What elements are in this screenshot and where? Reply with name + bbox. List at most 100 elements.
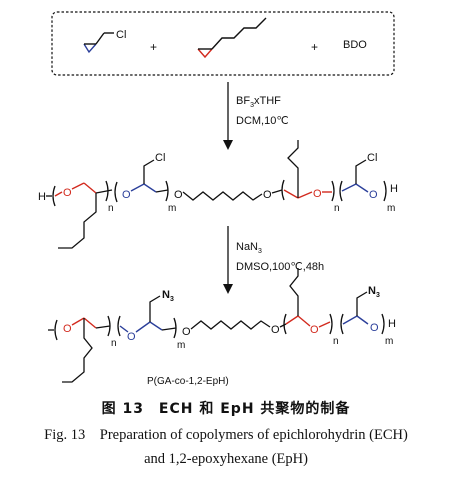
polymer2-ech2-bond-b	[356, 315, 369, 325]
polymer1-eph2-bond-b	[297, 191, 313, 199]
bdo-label: BDO	[343, 39, 367, 51]
polymer1-bracket-3-left	[281, 179, 285, 201]
polymer1-bdo-chain	[182, 191, 263, 201]
polymer1-subscript-n-2: n	[334, 203, 340, 214]
polymer1-eph-bond-b	[71, 182, 85, 190]
polymer2-eph-bond-b	[83, 317, 97, 329]
polymer1-ech2-bond-b	[355, 183, 369, 193]
polymer2-bracket-2-right	[173, 317, 177, 339]
polymer1-bracket-2-left	[114, 181, 118, 203]
plus-sign-1: +	[150, 40, 157, 54]
caption-english-line-2: and 1,2-epoxyhexane (EpH)	[144, 451, 308, 467]
polymer1-ech2-bond-a	[341, 183, 357, 192]
polymer2-bracket-2-left	[117, 315, 121, 337]
polymer2-ech-bond-a	[119, 325, 129, 333]
polymer2-link-4	[318, 321, 331, 328]
polymer1-bdo-oxygen-left: O	[174, 189, 183, 201]
polymer1-ech-bond-a	[130, 183, 145, 192]
ech-structure: Cl	[83, 29, 126, 54]
polymer2-eph2-bond-a	[285, 315, 299, 325]
caption-chinese: 图 13 ECH 和 EpH 共聚物的制备	[101, 401, 351, 417]
polymer1-ech2-chlorine: Cl	[367, 152, 377, 164]
polymer2-eph-bond-a	[71, 317, 85, 326]
polymer1-bdo-oxygen-right: O	[263, 189, 272, 201]
polymer1-eph2-oxygen: O	[313, 188, 322, 200]
polymer1-ech2-oxygen: O	[369, 189, 378, 201]
ech-epoxide-ring	[83, 43, 97, 54]
polymer1-bracket-1-right	[105, 180, 109, 202]
plus-sign-2: +	[311, 40, 318, 54]
polymer1-bracket-2-right	[165, 180, 169, 202]
step1-reagent: BF3xTHF	[236, 95, 281, 109]
polymer2-ech2-oxygen: O	[370, 322, 379, 334]
polymer1-bracket-4-left	[339, 180, 343, 202]
polymer2-subscript-n-2: n	[333, 336, 339, 347]
polymer2-bracket-3-right	[329, 313, 333, 335]
polymer1-subscript-n-1: n	[108, 203, 114, 214]
polymer2-eph-butyl	[62, 318, 93, 383]
polymer2-ech-oxygen: O	[127, 331, 136, 343]
polymer1-ech-chlorine: Cl	[155, 152, 165, 164]
step1-conditions: DCM,10℃	[236, 115, 289, 127]
polymer2-ech-bond-c	[149, 321, 163, 331]
polymer2-bdo-oxygen-right: O	[271, 324, 280, 336]
polymer2-bracket-4-left	[340, 313, 344, 335]
polymer2-eph-oxygen: O	[63, 323, 72, 335]
eph-butyl-chain	[211, 17, 267, 50]
step2-conditions: DMSO,100℃,48h	[236, 261, 324, 273]
eph-epoxide-ring	[197, 48, 213, 59]
ech-chlorine-label: Cl	[116, 29, 126, 41]
ech-chain-bond-1	[95, 32, 105, 45]
polymer2-ech2-azidomethyl	[356, 291, 368, 316]
polymer2-ech2-bond-a	[342, 315, 358, 325]
product-label: P(GA-co-1,2-EpH)	[147, 376, 229, 387]
polymer1-end-h-right: H	[390, 183, 398, 195]
polymer1-eph-butyl	[58, 193, 97, 249]
polymer2-azide-2: N3	[368, 285, 380, 299]
polymer2-ech-bond-b	[135, 321, 151, 333]
polymer1-bracket-4-right	[383, 180, 387, 202]
polymer2-bdo-chain	[190, 320, 271, 330]
polymer1-bracket-3-right	[331, 180, 335, 202]
polymer2-subscript-m-2: m	[385, 336, 393, 347]
polymer2-bracket-4-right	[381, 313, 385, 335]
polymer1-link-1	[95, 189, 113, 194]
arrow-2-head	[223, 284, 233, 294]
polymer1-bracket-1-left	[52, 185, 56, 207]
polymer1-subscript-m-1: m	[168, 203, 176, 214]
polymer2-bracket-3-left	[283, 313, 287, 335]
polymer1-link-3	[271, 189, 283, 194]
polymer1-eph-oxygen: O	[63, 187, 72, 199]
polymer1-eph2-bond-a	[283, 189, 299, 199]
polymer2-end-h: H	[388, 318, 396, 330]
polymer1-eph2-butyl	[287, 140, 299, 198]
reactant-box: Cl + + BDO	[51, 11, 395, 76]
reaction-scheme: Cl + + BDO BF3xTHF DCM,10℃ H O n O	[38, 11, 398, 387]
reaction-arrow-2: NaN3 DMSO,100℃,48h	[223, 226, 324, 294]
polymer-1: H O n O Cl m O O O n	[38, 140, 398, 249]
polymer2-eph2-oxygen: O	[310, 324, 319, 336]
polymer-2: O n O N3 m O O O n N3 O m H	[48, 268, 396, 383]
reaction-arrow-1: BF3xTHF DCM,10℃	[223, 82, 289, 150]
polymer2-bracket-1-left	[54, 319, 58, 341]
polymer2-link-1	[95, 325, 111, 329]
polymer1-subscript-m-2: m	[387, 203, 395, 214]
polymer2-subscript-m-1: m	[177, 340, 185, 351]
polymer2-ech-azidomethyl	[149, 295, 161, 322]
polymer2-azide-1: N3	[162, 289, 174, 303]
polymer1-link-2	[155, 189, 169, 193]
polymer2-eph2-butyl	[289, 268, 299, 316]
polymer2-eph2-bond-b	[297, 315, 311, 327]
polymer1-ech-oxygen: O	[122, 189, 131, 201]
polymer1-end-h-left: H	[38, 191, 46, 203]
polymer1-ech-bond-b	[143, 183, 157, 193]
eph-structure	[197, 17, 267, 59]
reactant-box-border	[51, 11, 395, 76]
polymer1-ech-chloromethyl	[143, 159, 155, 184]
arrow-1-head	[223, 140, 233, 150]
polymer2-bdo-oxygen-left: O	[182, 326, 191, 338]
polymer1-eph-bond-c	[83, 182, 97, 194]
polymer2-link-2	[161, 327, 177, 331]
polymer2-link-3	[279, 323, 287, 328]
step2-reagent: NaN3	[236, 241, 262, 255]
